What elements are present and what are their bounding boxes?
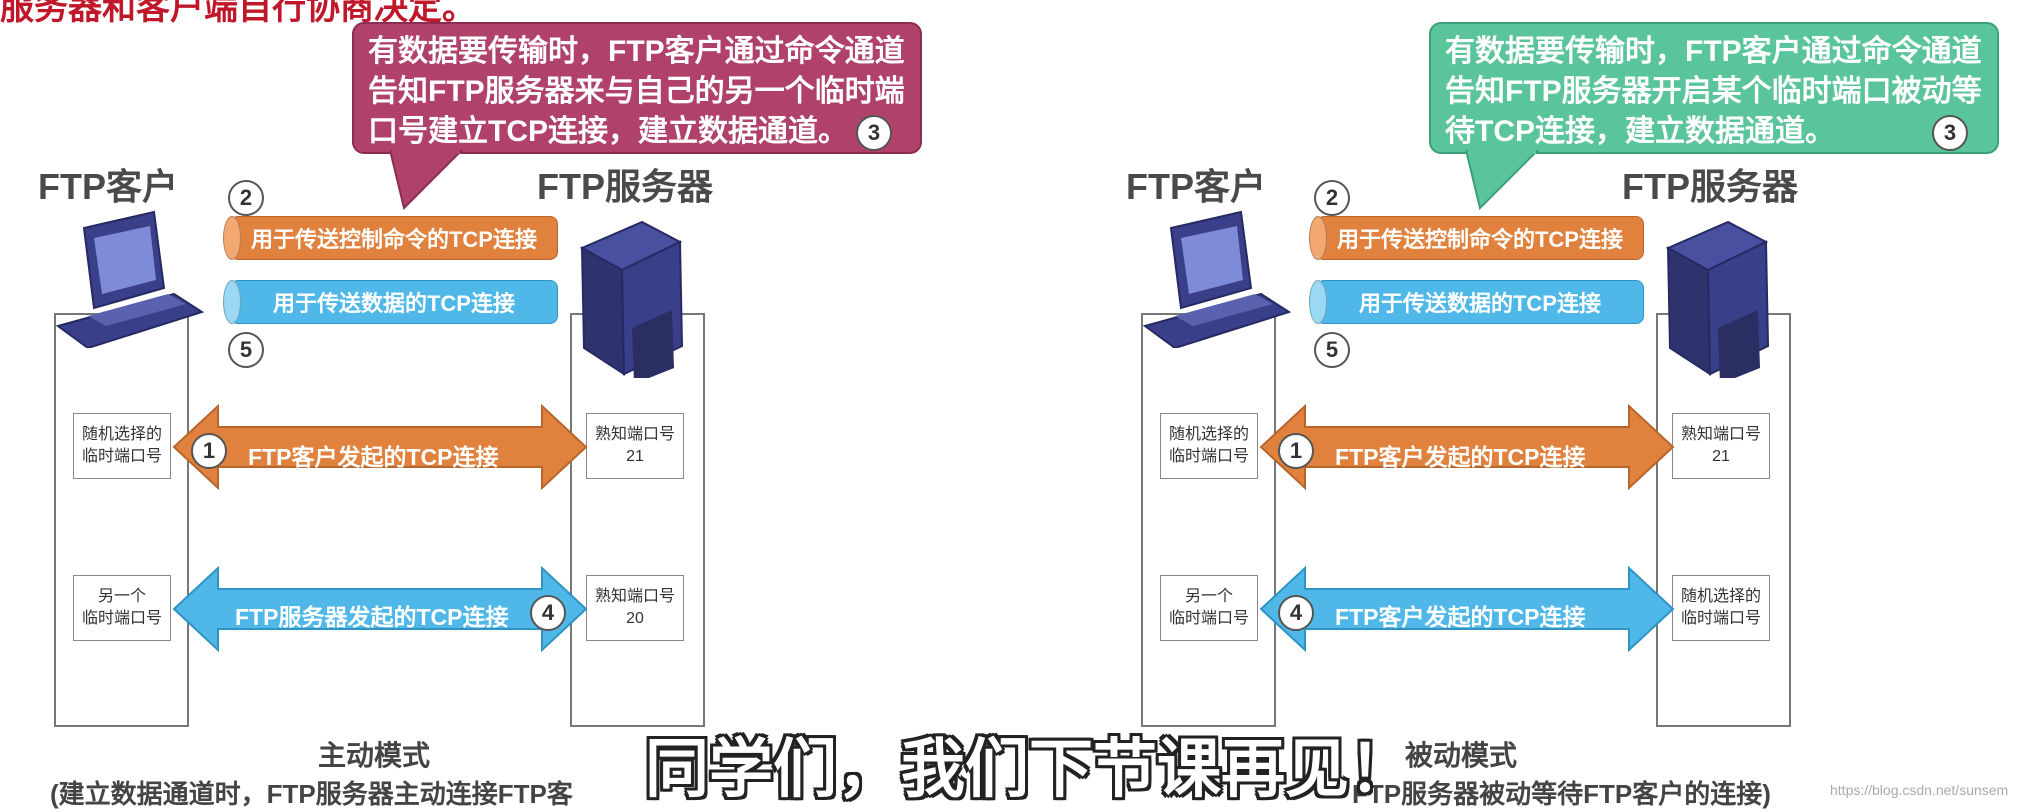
- active-control-connection: 用于传送控制命令的TCP连接: [223, 216, 558, 260]
- passive-arrow-2-label: FTP客户发起的TCP连接: [1335, 604, 1586, 630]
- passive-callout-text: 有数据要传输时，FTP客户通过命令通道 告知FTP服务器开启某个临时端口被动等 …: [1445, 35, 1982, 148]
- passive-data-connection: 用于传送数据的TCP连接: [1309, 280, 1644, 324]
- passive-step-1: 1: [1278, 433, 1314, 469]
- active-step-4: 4: [530, 595, 566, 631]
- active-callout-step-3: 3: [856, 115, 892, 151]
- active-client-computer-icon: [55, 210, 204, 348]
- passive-client-port-1: 随机选择的 临时端口号: [1160, 413, 1258, 479]
- active-client-title: FTP客户: [38, 166, 178, 207]
- passive-mode-title: 被动模式: [1405, 740, 1518, 771]
- active-arrow-1-label: FTP客户发起的TCP连接: [248, 444, 499, 470]
- active-arrow-2: [172, 565, 588, 653]
- passive-control-connection: 用于传送控制命令的TCP连接: [1309, 216, 1644, 260]
- passive-arrow-2: [1259, 565, 1675, 653]
- passive-server-title: FTP服务器: [1622, 166, 1798, 207]
- active-client-port-1: 随机选择的 临时端口号: [73, 413, 171, 479]
- active-callout-text: 有数据要传输时，FTP客户通过命令通道 告知FTP服务器来与自己的另一个临时端 …: [368, 35, 905, 148]
- passive-step-2: 2: [1314, 180, 1350, 216]
- passive-client-computer-icon: [1142, 210, 1291, 348]
- active-callout-pointer: [390, 150, 464, 210]
- active-data-connection: 用于传送数据的TCP连接: [223, 280, 558, 324]
- active-client-pillar: [54, 313, 189, 727]
- active-mode-description: (建立数据通道时，FTP服务器主动连接FTP客: [50, 779, 573, 809]
- passive-server-pillar: [1656, 313, 1791, 727]
- passive-client-pillar: [1141, 313, 1276, 727]
- passive-client-title: FTP客户: [1126, 166, 1266, 207]
- passive-server-port-temp: 随机选择的 临时端口号: [1672, 575, 1770, 641]
- active-arrow-1: [172, 403, 588, 491]
- passive-arrow-1-label: FTP客户发起的TCP连接: [1335, 444, 1586, 470]
- passive-step-4: 4: [1278, 595, 1314, 631]
- video-subtitle: 同学们，我们下节课再见！: [645, 733, 1413, 805]
- passive-client-port-2: 另一个 临时端口号: [1160, 575, 1258, 641]
- watermark: https://blog.csdn.net/sunsem: [1830, 782, 2009, 798]
- active-client-port-2: 另一个 临时端口号: [73, 575, 171, 641]
- passive-step-5: 5: [1314, 332, 1350, 368]
- active-server-port-21: 熟知端口号 21: [586, 413, 684, 479]
- passive-server-port-21: 熟知端口号 21: [1672, 413, 1770, 479]
- active-server-title: FTP服务器: [537, 166, 713, 207]
- passive-callout-pointer: [1466, 150, 1540, 210]
- active-server-pillar: [570, 313, 705, 727]
- passive-callout-step-3: 3: [1932, 115, 1968, 151]
- active-callout: 有数据要传输时，FTP客户通过命令通道 告知FTP服务器来与自己的另一个临时端 …: [352, 22, 922, 154]
- active-step-2: 2: [228, 180, 264, 216]
- active-server-port-20: 熟知端口号 20: [586, 575, 684, 641]
- active-arrow-2-label: FTP服务器发起的TCP连接: [235, 604, 509, 630]
- active-step-5: 5: [228, 332, 264, 368]
- active-mode-title: 主动模式: [318, 740, 431, 771]
- passive-arrow-1: [1259, 403, 1675, 491]
- passive-callout: 有数据要传输时，FTP客户通过命令通道 告知FTP服务器开启某个临时端口被动等 …: [1429, 22, 1999, 154]
- passive-mode-description: FTP服务器被动等待FTP客户的连接): [1352, 779, 1771, 809]
- active-step-1: 1: [191, 433, 227, 469]
- active-server-tower-icon: [579, 220, 684, 378]
- passive-server-tower-icon: [1665, 220, 1770, 378]
